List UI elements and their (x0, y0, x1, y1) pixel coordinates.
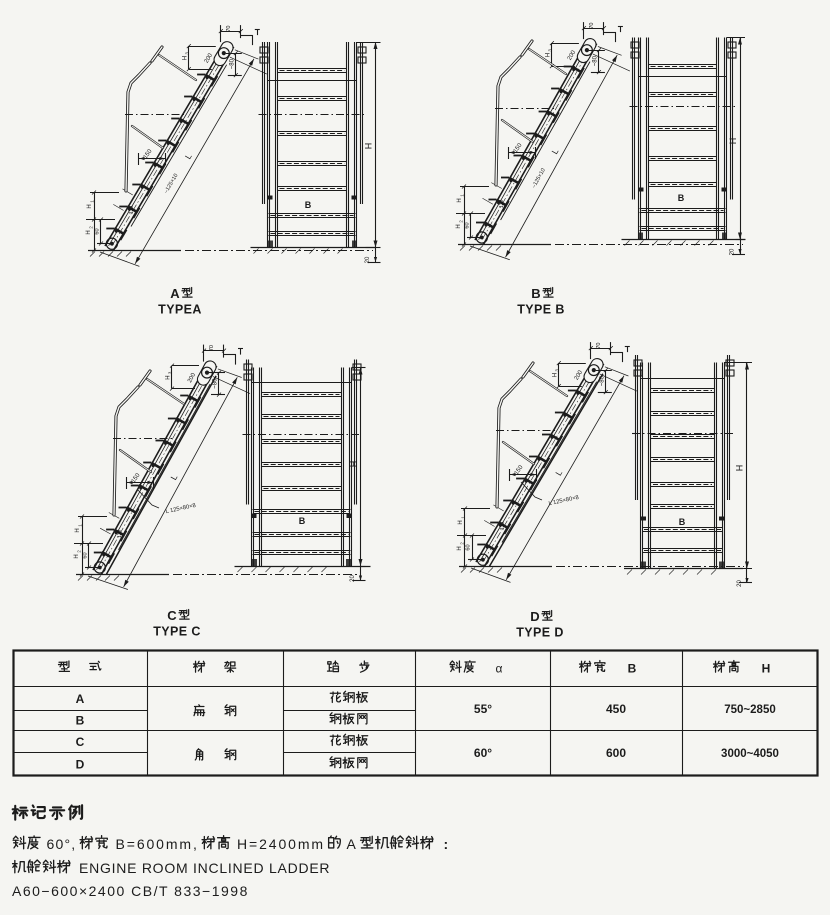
svg-text:20: 20 (737, 580, 743, 587)
svg-text:200: 200 (204, 52, 215, 64)
svg-text:B: B (679, 517, 686, 527)
svg-text:B: B (299, 516, 306, 526)
svg-text:60: 60 (83, 552, 89, 558)
svg-text:60: 60 (466, 544, 472, 550)
svg-text:H: H (545, 53, 551, 57)
svg-text:3: 3 (547, 48, 552, 51)
svg-text:H: H (87, 204, 93, 208)
svg-text:2: 2 (460, 542, 465, 545)
svg-text:70: 70 (226, 26, 232, 32)
svg-text:1: 1 (461, 516, 466, 519)
svg-text:L: L (168, 473, 179, 482)
svg-text:3: 3 (554, 368, 559, 371)
svg-text:150: 150 (514, 464, 525, 476)
svg-text:α: α (496, 662, 503, 676)
svg-text:~80: ~80 (213, 378, 219, 389)
svg-text:~80: ~80 (592, 55, 598, 66)
svg-text:60: 60 (95, 228, 101, 234)
svg-text:H: H (182, 56, 188, 60)
svg-text:A: A (347, 836, 357, 852)
svg-text:150: 150 (143, 148, 154, 160)
svg-text::: : (444, 836, 449, 852)
svg-text:H=2400mm: H=2400mm (237, 836, 325, 852)
svg-text:A60−600×2400 CB/T 833−1998: A60−600×2400 CB/T 833−1998 (12, 883, 249, 899)
svg-text:130: 130 (117, 530, 123, 539)
svg-text:130: 130 (129, 206, 135, 215)
svg-text:B=600mm,: B=600mm, (116, 836, 199, 852)
svg-text:TYPE B: TYPE B (517, 303, 565, 317)
svg-text:D: D (76, 758, 85, 772)
svg-text:200: 200 (187, 372, 197, 384)
svg-text:H: H (735, 465, 745, 472)
svg-text:130: 130 (499, 200, 505, 209)
svg-text:200: 200 (567, 49, 577, 61)
svg-text:450: 450 (606, 702, 626, 716)
svg-text:A: A (76, 692, 85, 706)
svg-text:20: 20 (730, 248, 736, 255)
svg-text:20: 20 (365, 256, 371, 263)
svg-text:ENGINE ROOM INCLINED LADDER: ENGINE ROOM INCLINED LADDER (79, 860, 330, 876)
svg-text:~80: ~80 (599, 375, 605, 386)
svg-text:130: 130 (500, 522, 506, 531)
svg-text:20: 20 (350, 575, 356, 582)
svg-text:3000~4050: 3000~4050 (721, 748, 779, 760)
svg-text:C: C (76, 735, 85, 749)
svg-text:H: H (166, 375, 172, 379)
svg-text:70: 70 (209, 345, 215, 351)
svg-text:1: 1 (90, 200, 95, 203)
svg-text:A: A (170, 286, 180, 301)
svg-text:C: C (167, 608, 177, 623)
svg-text:B: B (628, 662, 637, 676)
svg-text:1: 1 (78, 524, 83, 527)
svg-text:H: H (762, 662, 771, 676)
svg-text:3: 3 (184, 51, 189, 54)
svg-text:H: H (457, 546, 463, 550)
svg-text:L: L (553, 468, 564, 477)
svg-text:H: H (458, 520, 464, 524)
svg-text:L 125×80×8: L 125×80×8 (165, 503, 196, 515)
svg-text:L: L (183, 151, 194, 160)
svg-text:H: H (457, 198, 463, 202)
svg-text:3: 3 (168, 371, 173, 374)
svg-text:~80: ~80 (229, 58, 235, 69)
svg-text:B: B (305, 200, 312, 210)
svg-text:H: H (74, 554, 80, 558)
svg-text:H: H (75, 528, 81, 532)
svg-text:70: 70 (596, 343, 602, 349)
svg-text:200: 200 (574, 369, 585, 381)
svg-text:70: 70 (589, 23, 595, 29)
svg-text:B: B (531, 286, 540, 301)
svg-text:2: 2 (89, 226, 94, 229)
svg-text:H: H (349, 461, 359, 468)
svg-text:H: H (552, 373, 558, 377)
svg-text:TYPE D: TYPE D (516, 626, 564, 640)
svg-text:150: 150 (131, 472, 142, 484)
svg-text:TYPEA: TYPEA (158, 303, 202, 317)
svg-text:2: 2 (459, 220, 464, 223)
svg-text:H: H (86, 230, 92, 234)
svg-text:H: H (364, 143, 374, 150)
svg-text:2: 2 (77, 550, 82, 553)
svg-text:B: B (76, 714, 85, 728)
svg-text:750~2850: 750~2850 (724, 704, 776, 716)
svg-text:L 125×80×8: L 125×80×8 (548, 495, 579, 507)
svg-text:B: B (678, 193, 685, 203)
svg-text:60°: 60° (474, 746, 492, 760)
svg-text:60°,: 60°, (47, 836, 77, 852)
svg-text:55°: 55° (474, 702, 492, 716)
svg-text:150: 150 (513, 142, 524, 154)
svg-text:600: 600 (606, 746, 626, 760)
svg-text:H: H (456, 224, 462, 228)
svg-text:H: H (728, 138, 738, 145)
svg-text:60: 60 (465, 222, 471, 228)
svg-text:L: L (549, 147, 560, 156)
svg-text:TYPE C: TYPE C (153, 625, 201, 639)
svg-text:D: D (530, 609, 539, 624)
svg-text:1: 1 (460, 194, 465, 197)
